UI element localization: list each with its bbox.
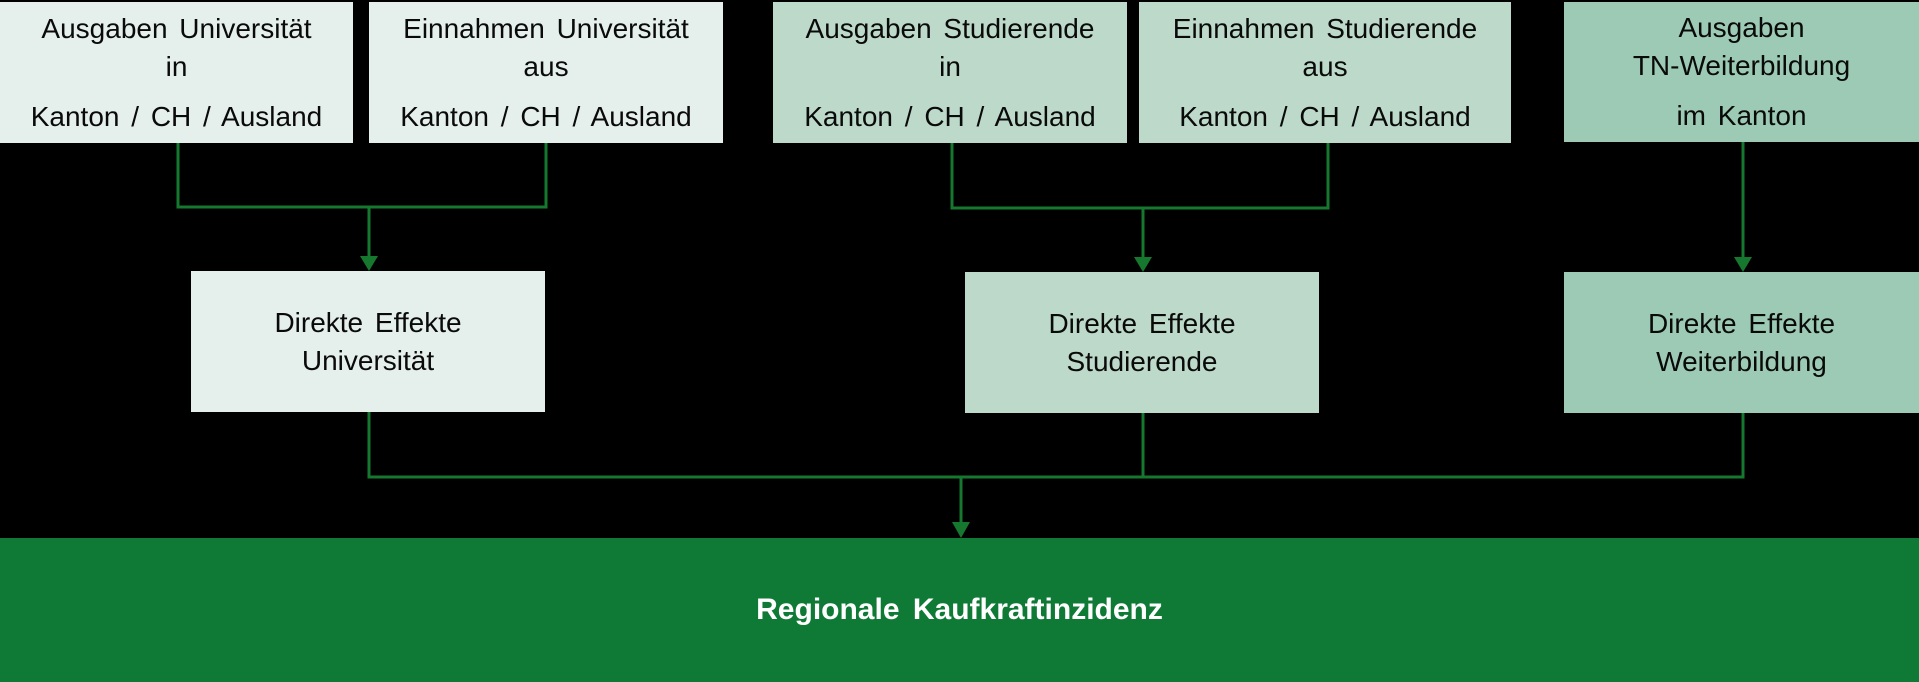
source-ausgaben-universitaet: Ausgaben Universität in Kanton / CH / Au…: [0, 2, 353, 143]
source-ausgaben-weiterbildung: Ausgaben TN-Weiterbildung im Kanton: [1564, 2, 1919, 142]
source-preposition: aus: [523, 50, 569, 82]
source-title: Ausgaben Universität: [41, 12, 312, 44]
arrowhead-university-effects: [360, 256, 378, 271]
effect-weiterbildung: Direkte Effekte Weiterbildung: [1564, 272, 1919, 413]
source-einnahmen-universitaet: Einnahmen Universität aus Kanton / CH / …: [369, 2, 723, 143]
source-title: Einnahmen Universität: [403, 12, 689, 44]
connector-student-sources: [950, 143, 1330, 267]
effect-title: Direkte Effekte: [274, 306, 462, 338]
source-title: Einnahmen Studierende: [1172, 12, 1478, 44]
result-regionale-kaufkraftinzidenz: Regionale Kaufkraftinzidenz: [0, 538, 1919, 682]
effect-universitaet: Direkte Effekte Universität: [191, 271, 545, 412]
source-einnahmen-studierende: Einnahmen Studierende aus Kanton / CH / …: [1139, 2, 1511, 143]
arrowhead-training-effects: [1734, 257, 1752, 272]
connector-university-sources: [176, 143, 548, 266]
effect-subject: Studierende: [1066, 345, 1218, 377]
source-region: im Kanton: [1676, 100, 1807, 131]
result-label: Regionale Kaufkraftinzidenz: [756, 593, 1163, 626]
effect-subject: Universität: [301, 344, 435, 376]
source-region: Kanton / CH / Ausland: [400, 100, 692, 132]
source-ausgaben-studierende: Ausgaben Studierende in Kanton / CH / Au…: [773, 2, 1127, 143]
effect-studierende: Direkte Effekte Studierende: [965, 272, 1319, 413]
source-subtitle: TN-Weiterbildung: [1632, 50, 1851, 81]
source-preposition: in: [165, 50, 188, 82]
effect-subject: Weiterbildung: [1656, 345, 1827, 377]
arrowhead-result: [952, 522, 970, 538]
arrowhead-student-effects: [1134, 257, 1152, 272]
source-title: Ausgaben Studierende: [805, 12, 1095, 44]
source-title: Ausgaben: [1678, 12, 1805, 43]
connector-effects-to-result: [367, 412, 1745, 532]
source-region: Kanton / CH / Ausland: [804, 100, 1096, 132]
source-preposition: in: [939, 50, 961, 82]
source-region: Kanton / CH / Ausland: [30, 100, 323, 132]
effect-title: Direkte Effekte: [1647, 307, 1836, 339]
effect-title: Direkte Effekte: [1048, 307, 1236, 339]
source-preposition: aus: [1302, 50, 1348, 82]
source-region: Kanton / CH / Ausland: [1179, 100, 1471, 132]
